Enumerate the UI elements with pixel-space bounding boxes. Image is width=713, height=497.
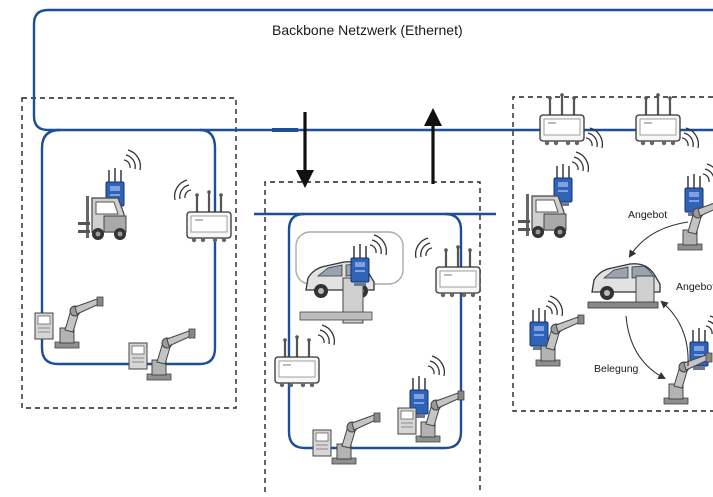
backbone-network-label: Backbone Netzwerk (Ethernet) bbox=[272, 22, 463, 38]
backbone-loop bbox=[32, 8, 713, 132]
zone-left bbox=[21, 97, 237, 409]
lift-base bbox=[587, 301, 659, 309]
wifi-access-point-icon bbox=[273, 334, 321, 389]
forklift-icon bbox=[77, 195, 127, 241]
wireless-signal-icon bbox=[571, 151, 590, 173]
offer-arrow-top bbox=[628, 221, 689, 258]
control-cabinet-icon bbox=[312, 429, 332, 457]
industrial-robot-arm-icon bbox=[54, 296, 104, 349]
wireless-signal-icon bbox=[317, 324, 336, 346]
wireless-signal-icon bbox=[123, 149, 142, 171]
arrow-up bbox=[424, 108, 442, 184]
wifi-access-point-icon bbox=[538, 92, 586, 147]
lift-pillar bbox=[635, 275, 655, 305]
zone-right bbox=[512, 96, 713, 412]
allocation-label: Belegung bbox=[594, 363, 639, 375]
control-cabinet-icon bbox=[34, 312, 54, 340]
wireless-signal-icon bbox=[545, 295, 564, 317]
wireless-signal-icon bbox=[369, 234, 388, 256]
industrial-robot-arm-icon bbox=[331, 412, 381, 465]
wireless-signal-icon bbox=[427, 355, 446, 377]
forklift-icon bbox=[517, 193, 567, 239]
wireless-signal-icon bbox=[173, 179, 192, 201]
wifi-access-point-icon bbox=[185, 189, 233, 244]
wireless-signal-icon bbox=[702, 163, 713, 185]
offer-arrow-right bbox=[660, 300, 689, 367]
allocation-arrow bbox=[625, 315, 666, 380]
wifi-access-point-icon bbox=[434, 244, 482, 299]
wireless-signal-icon bbox=[414, 237, 433, 259]
offer-label-right: Angebot bbox=[676, 281, 713, 293]
industrial-robot-arm-icon bbox=[146, 328, 196, 381]
network-loop-center bbox=[287, 212, 463, 450]
wifi-access-point-icon bbox=[634, 92, 682, 147]
wireless-client-module-icon bbox=[350, 243, 370, 287]
wireless-signal-icon bbox=[705, 315, 713, 337]
control-cabinet-icon bbox=[128, 342, 148, 370]
arrow-down bbox=[296, 112, 314, 188]
lift-base bbox=[299, 311, 373, 321]
wireless-client-module-icon bbox=[529, 307, 549, 351]
offer-label-top: Angebot bbox=[628, 209, 668, 221]
control-cabinet-icon bbox=[397, 407, 417, 435]
zone-center bbox=[264, 181, 481, 492]
